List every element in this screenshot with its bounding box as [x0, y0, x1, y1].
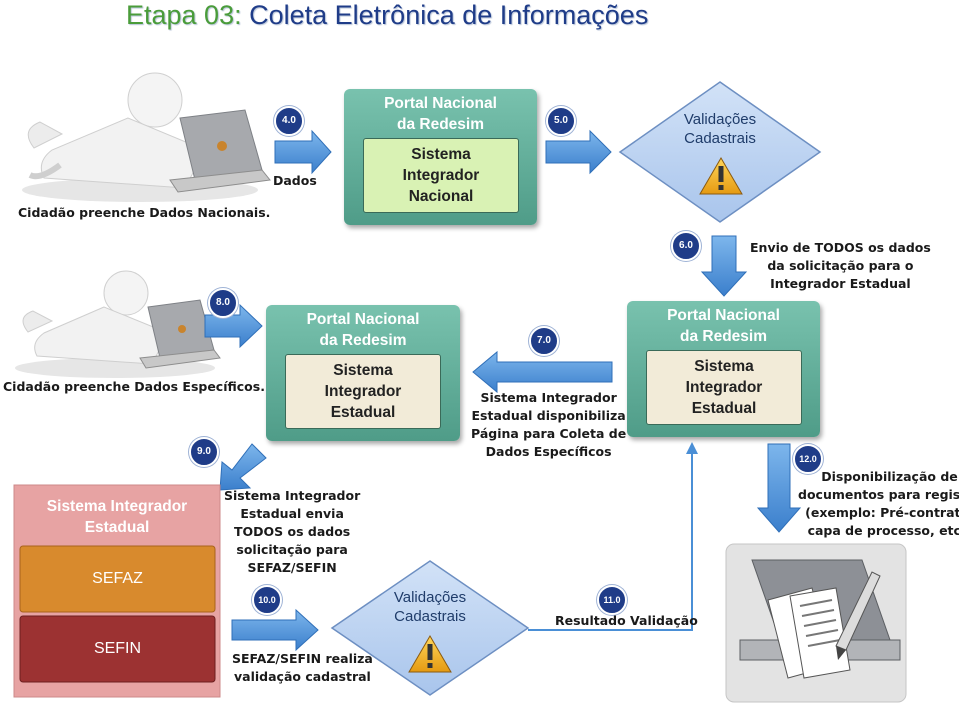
sistema-integrador-estadual-left: Sistema Integrador Estadual: [285, 354, 441, 429]
arrow-step-12: [756, 443, 802, 533]
sefaz-label: SEFAZ: [92, 570, 143, 587]
note-step-9: Sistema Integrador Estadual envia TODOS …: [224, 487, 360, 577]
note-step-7: Sistema Integrador Estadual disponibiliz…: [471, 389, 626, 461]
inner-line-1: Sistema: [694, 358, 754, 375]
note-step-10: SEFAZ/SEFIN realiza validação cadastral: [232, 650, 373, 686]
portal-title-line-2: da Redesim: [679, 328, 767, 345]
line-step-11-arrowhead: [686, 442, 698, 454]
arrow-step-10: [231, 608, 319, 652]
inner-line-3: Estadual: [691, 400, 757, 417]
diamond-validacoes-top: [618, 81, 822, 223]
step-badge-7: 7.0: [529, 326, 559, 356]
citizen-laptop-illustration-2: [15, 270, 221, 378]
note-line: TODOS os dados: [234, 524, 351, 539]
note-line: Sistema Integrador: [480, 390, 617, 405]
inner-line-3: Nacional: [408, 188, 474, 205]
step-badge-9: 9.0: [189, 437, 219, 467]
inner-line-1: Sistema: [411, 146, 471, 163]
arrow-step-6: [700, 235, 748, 297]
validacoes-line-2: Cadastrais: [394, 608, 466, 625]
portal-estadual-left-box: Portal Nacional da Redesim Sistema Integ…: [266, 305, 460, 441]
portal-title-line-1: Portal Nacional: [306, 311, 420, 328]
arrow-step-9: [219, 443, 267, 491]
state-system-title: Sistema Integrador Estadual: [14, 496, 220, 538]
note-line: SEFAZ/SEFIN realiza: [232, 651, 373, 666]
sefaz-box: [19, 545, 216, 613]
step-badge-6: 6.0: [671, 231, 701, 261]
arrow-step-5: [545, 129, 612, 175]
note-line: Sistema Integrador: [224, 488, 361, 503]
line-step-11: [528, 452, 693, 631]
validacoes-bottom-label: Validações Cadastrais: [370, 588, 490, 626]
note-step-12: Disponibilização de documentos para regi…: [798, 468, 959, 540]
documents-icon: [725, 543, 907, 703]
inner-line-2: Integrador: [402, 167, 480, 184]
note-line: solicitação para: [236, 542, 348, 557]
step-badge-8: 8.0: [208, 288, 238, 318]
note-line: validação cadastral: [234, 669, 371, 684]
note-line: documentos para registro: [798, 487, 959, 502]
portal-estadual-right-box: Portal Nacional da Redesim Sistema Integ…: [627, 301, 820, 437]
step-badge-12: 12.0: [793, 444, 823, 474]
caption-citizen-2: Cidadão preenche Dados Específicos.: [3, 379, 265, 394]
step-badge-11: 11.0: [597, 585, 627, 615]
sefin-label: SEFIN: [93, 640, 142, 657]
step-badge-4: 4.0: [274, 106, 304, 136]
state-system-title-line-2: Estadual: [84, 519, 150, 536]
inner-line-3: Estadual: [330, 404, 396, 421]
diamond-validacoes-bottom: [330, 560, 530, 696]
note-line: Estadual disponibiliza: [471, 408, 626, 423]
note-line: da solicitação para o: [767, 258, 914, 273]
portal-title-line-2: da Redesim: [396, 116, 484, 133]
sistema-integrador-nacional: Sistema Integrador Nacional: [363, 138, 519, 213]
arrow-step-4: [274, 129, 332, 175]
citizen-laptop-illustration-1: [22, 72, 271, 202]
caption-dados: Dados: [273, 173, 317, 188]
validacoes-line-2: Cadastrais: [684, 130, 756, 147]
note-step-11: Resultado Validação: [555, 613, 698, 628]
note-line: Envio de TODOS os dados: [750, 240, 931, 255]
page-title: Etapa 03: Coleta Eletrônica de Informaçõ…: [126, 0, 648, 31]
note-line: capa de processo, etc,): [807, 523, 959, 538]
note-line: Integrador Estadual: [770, 276, 911, 291]
title-text: Coleta Eletrônica de Informações: [249, 0, 649, 30]
portal-title-line-1: Portal Nacional: [667, 307, 780, 324]
note-line: Página para Coleta de: [471, 426, 627, 441]
inner-line-2: Integrador: [685, 379, 763, 396]
validacoes-line-1: Validações: [683, 111, 757, 128]
validacoes-top-label: Validações Cadastrais: [660, 110, 780, 148]
sefin-box: [19, 615, 216, 683]
note-line: SEFAZ/SEFIN: [247, 560, 337, 575]
sistema-integrador-estadual-right: Sistema Integrador Estadual: [646, 350, 802, 425]
note-step-6: Envio de TODOS os dados da solicitação p…: [750, 239, 931, 293]
portal-title-line-2: da Redesim: [319, 332, 407, 349]
arrow-step-7: [472, 350, 613, 394]
step-badge-5: 5.0: [546, 106, 576, 136]
note-line: Disponibilização de: [821, 469, 958, 484]
note-line: (exemplo: Pré-contrato,: [805, 505, 959, 520]
inner-line-1: Sistema: [333, 362, 393, 379]
note-line: Estadual envia: [240, 506, 344, 521]
portal-title-line-1: Portal Nacional: [384, 95, 497, 112]
portal-nacional-box: Portal Nacional da Redesim Sistema Integ…: [344, 89, 537, 225]
note-line: Dados Específicos: [485, 444, 612, 459]
step-badge-10: 10.0: [252, 585, 282, 615]
caption-citizen-1: Cidadão preenche Dados Nacionais.: [18, 205, 271, 220]
state-system-title-line-1: Sistema Integrador: [46, 498, 188, 515]
validacoes-line-1: Validações: [393, 589, 467, 606]
inner-line-2: Integrador: [324, 383, 402, 400]
title-stage: Etapa 03:: [126, 0, 242, 30]
